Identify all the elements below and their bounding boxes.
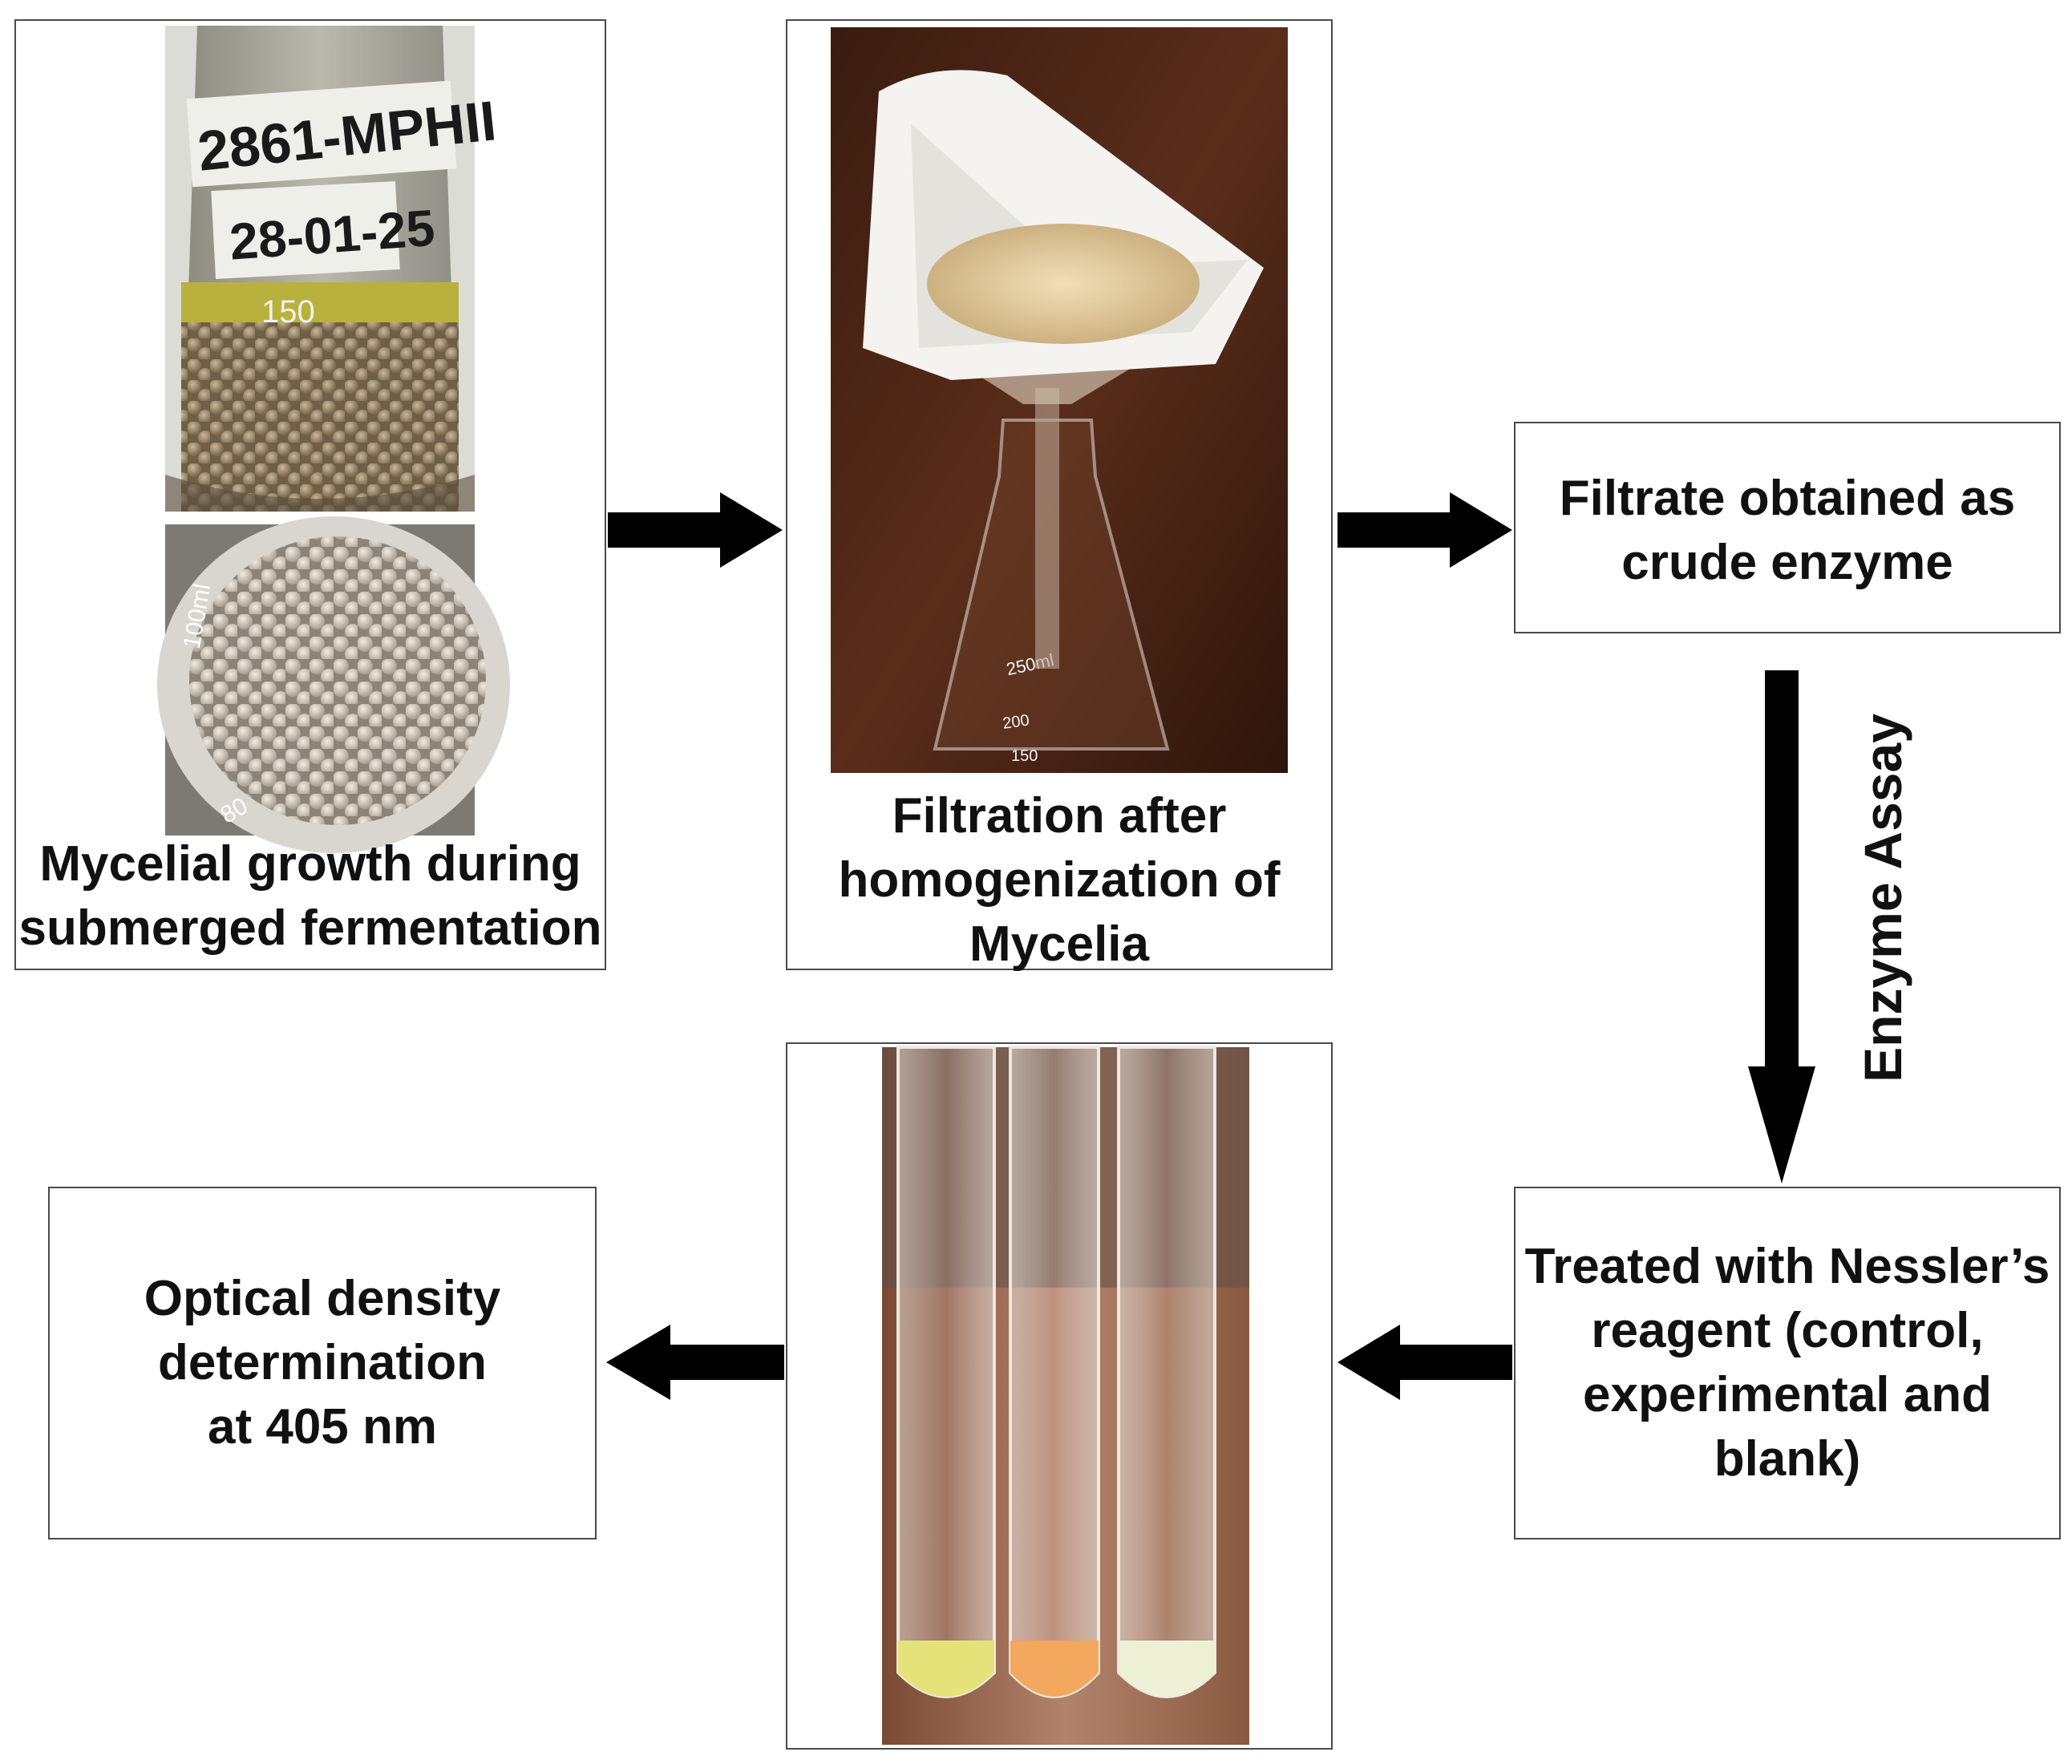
step-label-mycelial-growth: Mycelial growth during submerged ferment…	[18, 836, 602, 956]
step-box-filtrate	[1514, 422, 2061, 633]
step-box-nessler	[1514, 1187, 2061, 1539]
step-box-optical-density	[48, 1187, 597, 1539]
step-label-filtrate: Filtrate obtained as crude enzyme	[1559, 471, 2016, 590]
arrow-down-enzyme-assay	[1748, 670, 1815, 1183]
arrow-right-1	[608, 492, 784, 568]
enzyme-assay-label: Enzyme Assay	[1853, 714, 1912, 1082]
step-label-nessler: Treated with Nessler’s reagent (control,…	[1524, 1239, 2050, 1487]
flask-photo: 2861-MPHII 28-01-25 150	[165, 26, 499, 512]
filter-flask-200: 200	[1002, 711, 1030, 732]
step-label-filtration: Filtration after homogenization of Mycel…	[838, 788, 1281, 972]
arrow-left-1	[1337, 1325, 1512, 1400]
filtration-photo: 250ml 200 150	[831, 27, 1288, 773]
flask-volume-mark: 150	[261, 294, 315, 330]
filter-flask-150: 150	[1011, 747, 1038, 765]
test-tubes-photo	[882, 1046, 1249, 1745]
arrow-right-2	[1337, 492, 1514, 568]
beaker-photo: 100ml 80	[157, 516, 510, 853]
arrow-left-2	[606, 1325, 784, 1400]
step-label-optical-density: Optical density determination at 405 nm	[144, 1271, 501, 1454]
flask-date-text: 28-01-25	[228, 199, 437, 271]
